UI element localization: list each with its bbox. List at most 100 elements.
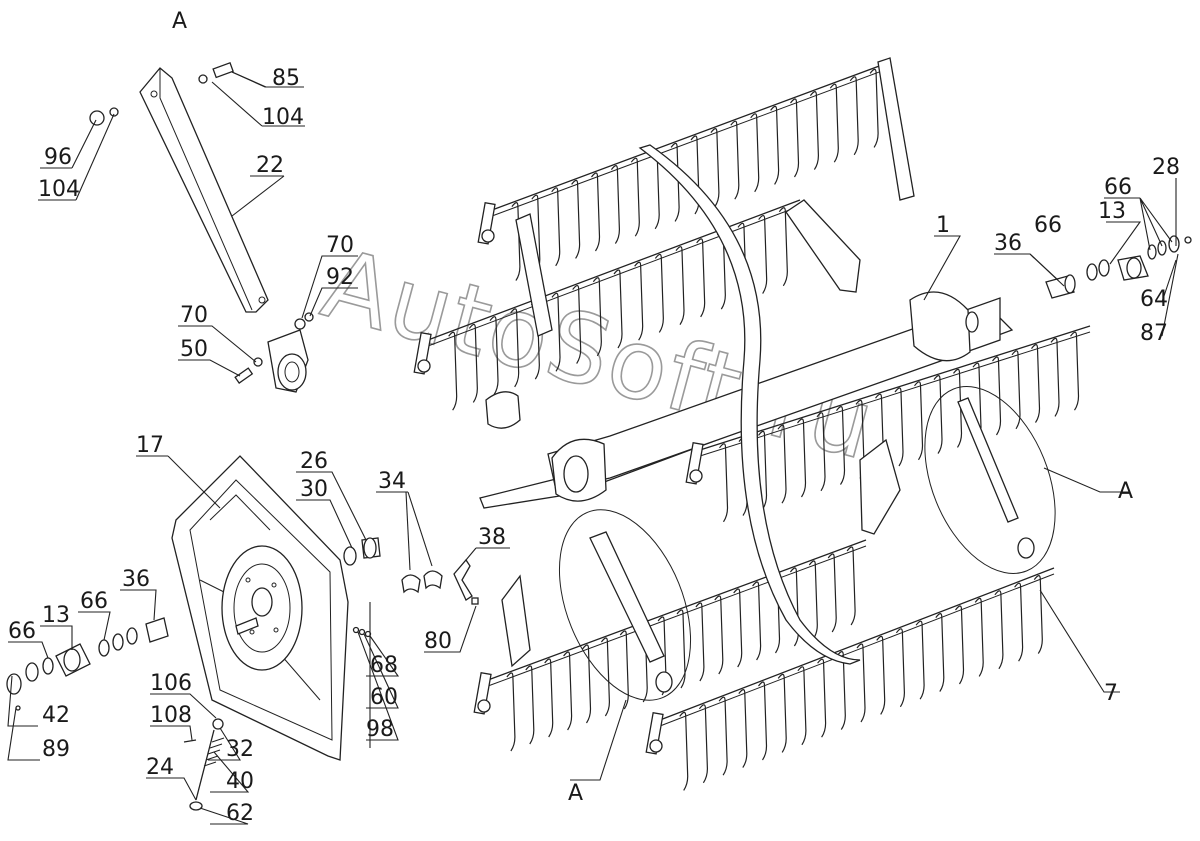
callout-62: 62 <box>226 801 254 826</box>
bearing-stack-left <box>6 617 169 711</box>
callout-32: 32 <box>226 737 254 762</box>
tine <box>619 630 629 710</box>
tine <box>869 68 879 148</box>
callout-1: 1 <box>936 213 950 238</box>
tine <box>933 375 943 454</box>
tine <box>849 76 859 156</box>
tine <box>675 246 685 325</box>
tine <box>777 673 787 753</box>
tine <box>809 91 820 170</box>
clamp-34 <box>401 570 443 594</box>
small-fasteners-frame <box>352 626 372 638</box>
tine <box>582 644 592 724</box>
tine <box>676 609 686 689</box>
tine <box>600 637 611 717</box>
crank-arm-3 <box>785 199 861 293</box>
callout-70: 70 <box>326 233 354 258</box>
tine <box>974 597 984 677</box>
callout-view-a-bottom: A <box>568 781 583 806</box>
tine <box>544 658 554 738</box>
tine <box>1070 331 1080 411</box>
tension-rod-40 <box>183 718 225 811</box>
tine <box>816 412 826 492</box>
callout-96: 96 <box>44 145 72 170</box>
callout-68: 68 <box>370 653 398 678</box>
tine <box>592 277 602 357</box>
tine <box>634 261 644 341</box>
bar-end-roller <box>477 699 491 713</box>
tine <box>758 214 768 294</box>
tine-bar-edge <box>491 67 891 217</box>
tine <box>714 595 724 675</box>
tine <box>670 142 680 222</box>
bar-end-roller <box>417 359 431 373</box>
callout-60: 60 <box>370 685 398 710</box>
latch-38 <box>453 558 479 605</box>
tine <box>506 672 516 752</box>
crank-arm-1 <box>515 213 553 337</box>
tine-bar-tube <box>427 199 801 341</box>
tine <box>468 323 478 403</box>
callout-85: 85 <box>272 66 300 91</box>
callout-22: 22 <box>256 153 284 178</box>
callout-28: 28 <box>1152 155 1180 180</box>
tine-bar-3 <box>685 325 1091 523</box>
tine <box>510 308 520 388</box>
tine <box>563 651 573 731</box>
callout-66: 66 <box>1104 175 1132 200</box>
tine <box>511 201 521 281</box>
tine <box>1011 350 1021 430</box>
callout-42: 42 <box>42 703 70 728</box>
tine <box>758 681 768 761</box>
tine <box>654 253 664 333</box>
crank-arm-2 <box>877 57 915 201</box>
callout-13: 13 <box>1098 199 1126 224</box>
tine <box>777 424 787 504</box>
callout-26: 26 <box>300 449 328 474</box>
tine <box>551 187 561 267</box>
tine <box>679 711 689 791</box>
callout-104: 104 <box>38 177 80 202</box>
bar-end-roller <box>689 469 703 483</box>
tine <box>1014 582 1024 662</box>
tine <box>698 704 709 784</box>
tine <box>915 620 925 700</box>
tine <box>876 635 886 715</box>
tine <box>994 590 1004 670</box>
tine <box>551 292 561 372</box>
frame-17 <box>171 455 349 761</box>
tine <box>572 284 582 364</box>
tine <box>719 443 729 523</box>
tine <box>591 172 601 252</box>
tine <box>836 651 846 730</box>
callout-80: 80 <box>424 629 452 654</box>
tine <box>827 553 837 633</box>
tine <box>571 179 581 259</box>
bar-end-roller <box>649 739 663 753</box>
tine <box>690 135 700 215</box>
tine-bar-tube <box>491 61 891 211</box>
tine <box>613 269 623 349</box>
tine-bar-edge <box>659 573 1055 727</box>
callout-108: 108 <box>150 703 192 728</box>
tine <box>696 238 706 318</box>
tine <box>797 666 807 746</box>
tine <box>789 567 800 647</box>
tine <box>836 406 846 485</box>
leader-lines <box>7 71 1179 825</box>
small-fasteners-a <box>89 61 314 384</box>
callout-89: 89 <box>42 737 70 762</box>
callout-87: 87 <box>1140 321 1168 346</box>
tine <box>846 546 856 626</box>
tine <box>710 128 720 207</box>
tine <box>758 430 768 510</box>
callout-106: 106 <box>150 671 192 696</box>
tine <box>695 602 705 682</box>
tine-bar-5 <box>645 567 1055 791</box>
tine <box>733 588 743 668</box>
bar-end-roller <box>481 229 495 243</box>
tine <box>1031 344 1041 423</box>
tine-bar-tube <box>487 539 867 681</box>
